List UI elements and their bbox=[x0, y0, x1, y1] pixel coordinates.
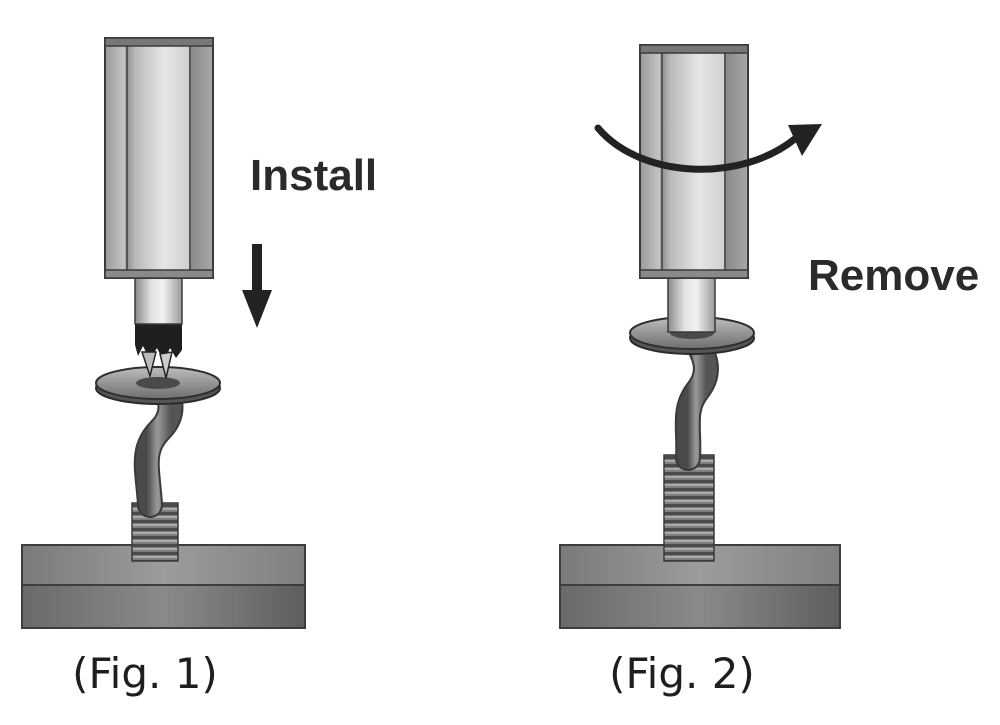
figure-2: Remove (Fig. 2) bbox=[559, 44, 979, 698]
driver-shank bbox=[134, 275, 183, 325]
rotate-arrow-icon bbox=[594, 124, 822, 173]
install-label: Install bbox=[250, 151, 377, 200]
driver-shank bbox=[667, 275, 716, 333]
washer bbox=[95, 366, 221, 405]
hex-handle bbox=[104, 37, 214, 279]
base-block bbox=[21, 544, 306, 629]
figure-1-caption: (Fig. 1) bbox=[72, 649, 218, 698]
figure-1: Install (Fig. 1) bbox=[21, 37, 377, 698]
cutting-teeth bbox=[135, 322, 182, 379]
remove-label: Remove bbox=[808, 251, 979, 300]
washer bbox=[629, 316, 755, 355]
figure-2-caption: (Fig. 2) bbox=[609, 649, 755, 698]
threaded-stud bbox=[663, 454, 715, 562]
arrow-down-icon bbox=[242, 244, 272, 328]
base-block bbox=[559, 544, 841, 629]
